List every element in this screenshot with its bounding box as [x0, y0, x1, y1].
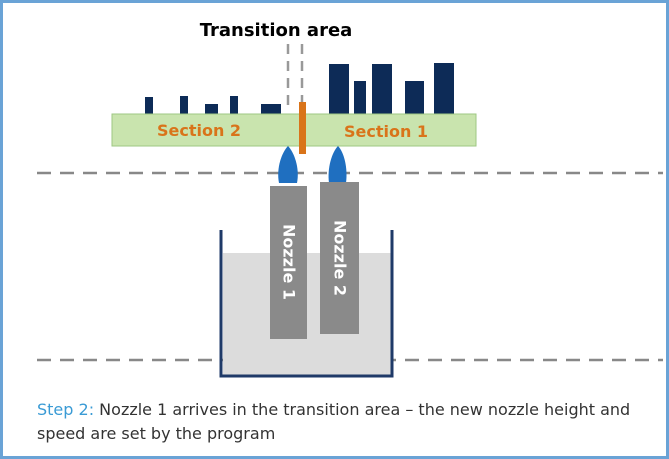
diagram-title: Transition area — [200, 20, 353, 41]
bar — [372, 64, 392, 114]
section-2-bars — [145, 96, 281, 114]
nozzle-2-spray — [328, 146, 347, 183]
step-caption: Step 2: Nozzle 1 arrives in the transiti… — [37, 398, 637, 446]
transition-marker — [299, 102, 306, 154]
step-description: Nozzle 1 arrives in the transition area … — [37, 400, 631, 443]
section-2-label: Section 2 — [157, 121, 241, 140]
bar — [261, 104, 281, 114]
section-1-label: Section 1 — [344, 122, 428, 141]
substrate-plate — [111, 113, 477, 147]
bar — [230, 96, 238, 114]
bar — [145, 97, 153, 114]
tank — [219, 230, 394, 378]
bar — [434, 63, 454, 114]
nozzle-1-spray — [278, 146, 298, 183]
bar — [329, 64, 349, 114]
nozzle-2-label: Nozzle 2 — [331, 220, 350, 296]
bar — [405, 81, 424, 114]
bar — [180, 96, 188, 114]
nozzle-1-body — [270, 186, 307, 339]
step-label: Step 2: — [37, 400, 95, 419]
nozzle-1-label: Nozzle 1 — [280, 224, 299, 300]
bar — [354, 81, 366, 114]
nozzle-2-body — [320, 182, 359, 334]
bar — [205, 104, 218, 114]
section-1-bars — [329, 63, 454, 114]
